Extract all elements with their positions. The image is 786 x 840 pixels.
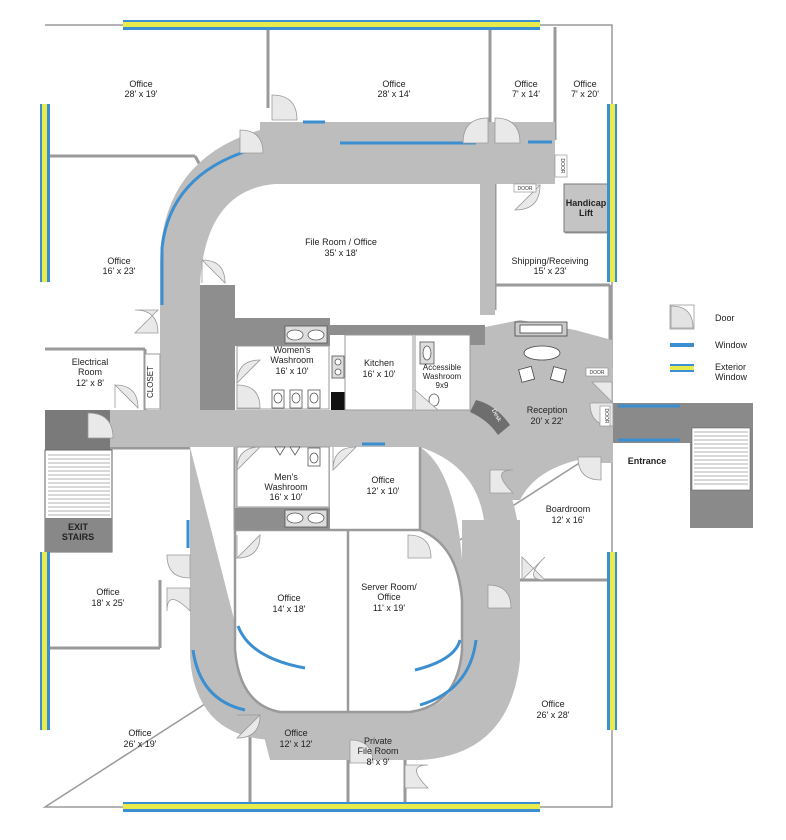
room-dims: 11' x 19' [373,603,406,613]
room-dims: 8' x 9' [367,757,390,767]
room-name: Women's [273,345,311,355]
exterior-windows [40,20,617,812]
room-dims: 16' x 10' [276,366,309,376]
door-tag-entrance: DOOR [590,370,605,376]
room-name-2: File Room [357,746,398,756]
room-dims: 35' x 18' [325,248,358,258]
room-name: Men's [274,472,298,482]
door-tag-lift: DOOR [559,159,565,174]
room-dims: 12' x 12' [280,739,313,749]
room-dims: 12' x 10' [367,486,400,496]
door-legend-icon [670,305,694,329]
room-dims: 16' x 10' [363,369,396,379]
room-name: Office [128,728,151,738]
door-tag-vestibule: DOOR [603,409,609,424]
room-name: Server Room/ [361,582,417,592]
room-dims: 28' x 19' [125,89,158,99]
room-name: Office [514,79,537,89]
door-tags: DOOR DOOR DOOR DOOR [513,154,611,427]
legend-exterior-window-label: Exterior [715,362,746,372]
interior-windows [160,120,680,712]
legend-door-label: Door [715,313,735,323]
room-name: Electrical [72,357,109,367]
room-dims: 28' x 14' [378,89,411,99]
exit-stair-treads [48,454,110,516]
special-labels: Handicap Lift EXIT STAIRS Entrance [62,198,666,542]
room-dims: 15' x 23' [534,266,567,276]
room-dims: 16' x 10' [270,492,303,502]
room-name: Accessible [423,363,462,372]
room-name: Office [129,79,152,89]
room-dims: 12' x 8' [76,378,104,388]
exit-stairs-label-2: STAIRS [62,532,94,542]
room-dims: 14' x 18' [273,604,306,614]
room-name: Private [364,736,392,746]
room-name: Office [107,256,130,266]
room-dims: 7' x 20' [571,89,599,99]
room-dims: 7' x 14' [512,89,540,99]
reception-furniture [514,321,568,384]
room-dims: 18' x 25' [92,598,125,608]
legend-door: Door [669,304,735,330]
closet-label: CLOSET [146,366,155,398]
room-dims: 16' x 23' [103,266,136,276]
room-name-2: Office [377,592,400,602]
window-legend-icon [670,343,694,347]
entrance-label: Entrance [628,456,667,466]
room-name-2: Washroom [423,372,462,381]
room-dims: 26' x 19' [124,739,157,749]
exit-stairs-label: EXIT [68,522,89,532]
room-name-2: Washroom [270,355,313,365]
legend-window: Window [670,340,748,350]
room-name: Shipping/Receiving [511,256,588,266]
room-dims: 9x9 [436,381,449,390]
doors [87,94,614,789]
legend: Door Window Exterior Window [669,304,748,382]
door-tag-shipping: DOOR [518,186,533,192]
room-name: Kitchen [364,358,394,368]
legend-exterior-window: Exterior Window [670,362,748,382]
room-name-2: Room [78,367,102,377]
legend-window-label: Window [715,340,748,350]
dark-blocks [200,285,485,530]
room-name: Office [541,699,564,709]
entrance-stairs [613,403,753,528]
handicap-lift-label: Handicap [566,198,607,208]
room-dims: 26' x 28' [537,710,570,720]
room-labels: Office 28' x 19' Office 28' x 14' Office… [72,79,600,767]
room-name: File Room / Office [305,237,377,247]
room-name: Office [284,728,307,738]
room-name: Office [371,475,394,485]
room-dims: 12' x 16' [552,515,585,525]
room-name: Office [573,79,596,89]
room-name: Boardroom [546,504,591,514]
legend-exterior-window-label-2: Window [715,372,748,382]
room-name: Office [382,79,405,89]
entrance-stair-treads [694,431,748,485]
handicap-lift-label-2: Lift [579,208,593,218]
plumbing-fixtures [271,325,440,528]
room-name: Office [96,587,119,597]
room-dims: 20' x 22' [531,416,564,426]
room-name: Office [277,593,300,603]
room-name: Reception [527,405,568,415]
room-name-2: Washroom [264,482,307,492]
